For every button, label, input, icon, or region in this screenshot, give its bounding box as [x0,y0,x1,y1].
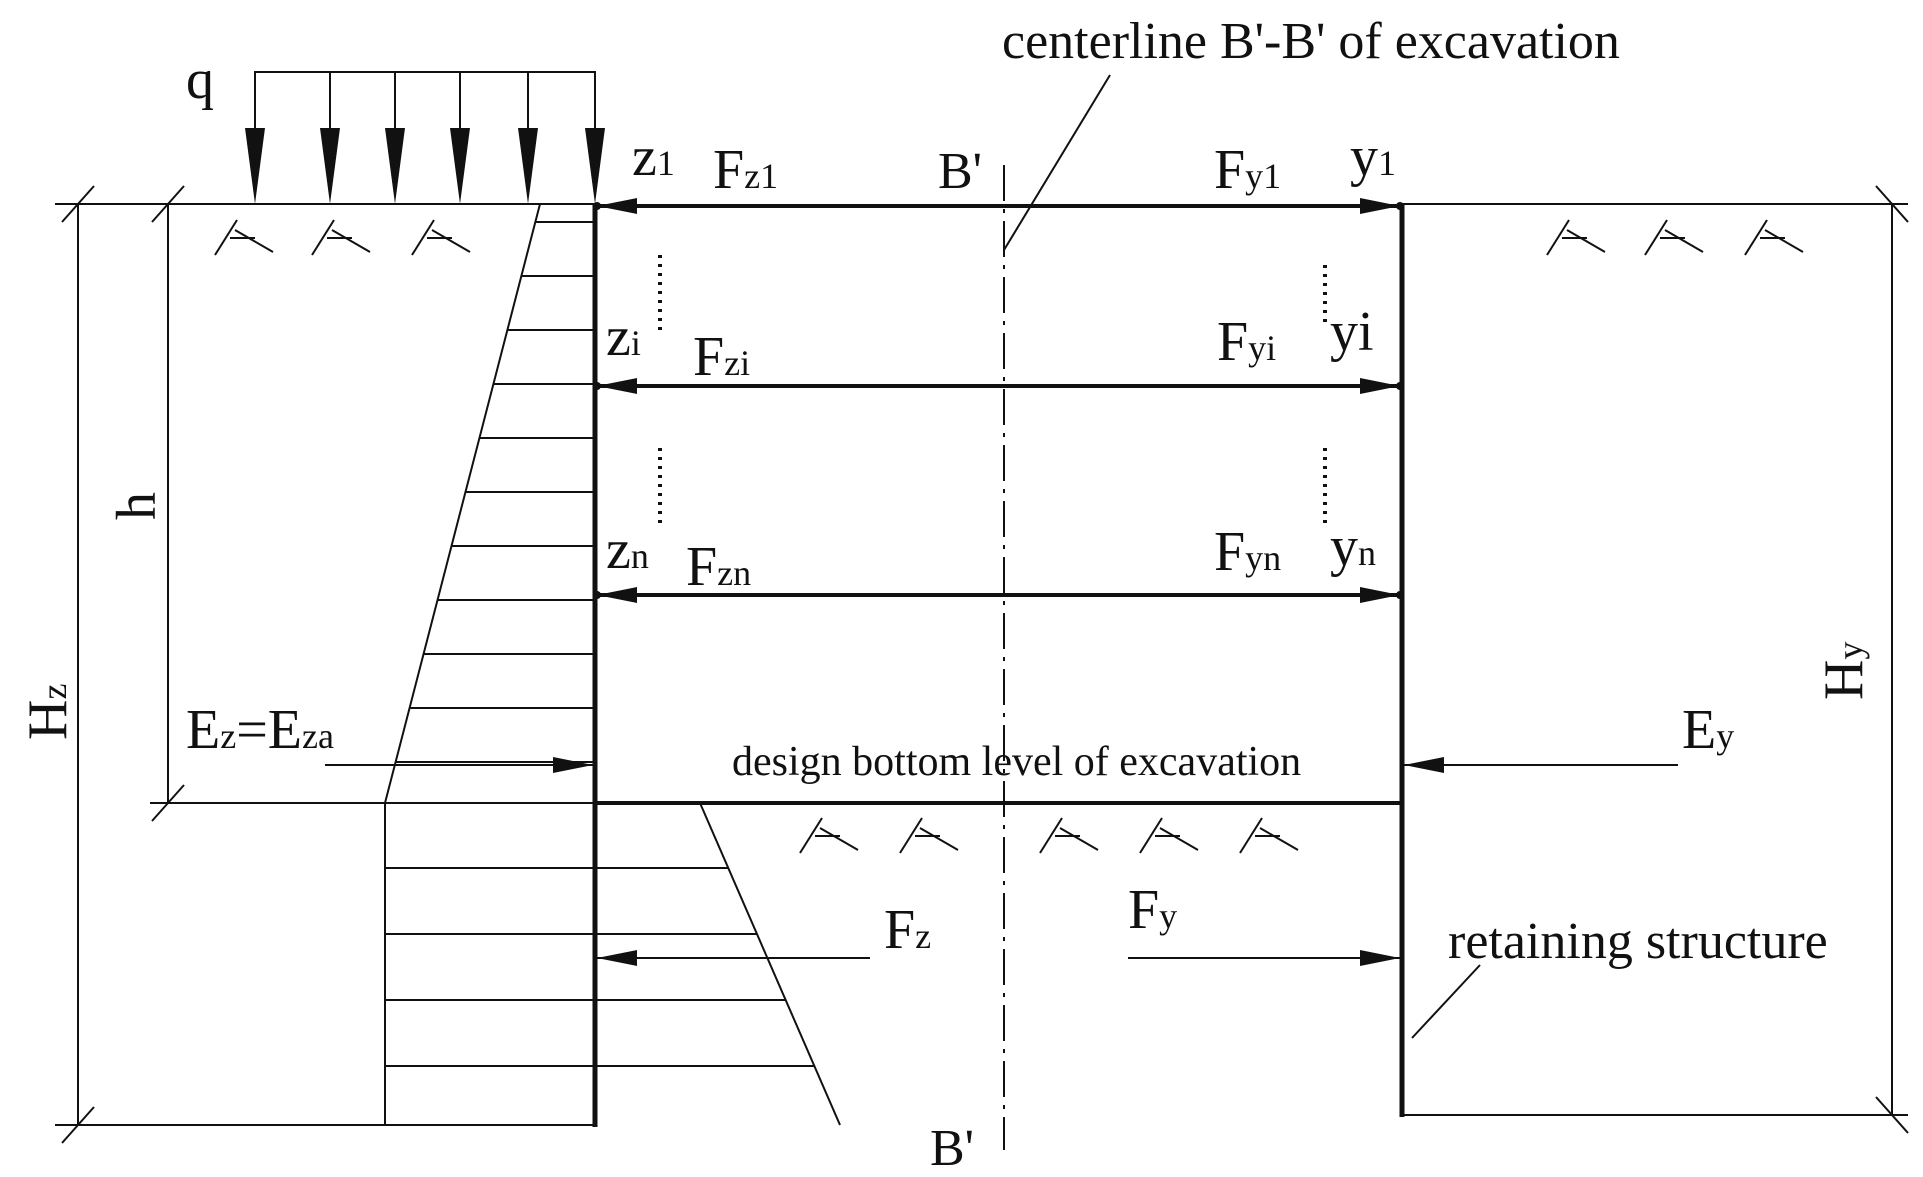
label-design-bottom: design bottom level of excavation [732,739,1301,785]
label-q: q [186,49,214,111]
label-y1: y1 [1350,126,1396,188]
label-b-prime-top: B' [938,143,982,200]
label-b-prime-bottom: B' [930,1120,974,1177]
resultant-arrows [325,757,1678,1039]
dimension-lines [61,185,1909,1144]
label-fy: Fy [1128,879,1177,941]
struts [595,204,1402,597]
labels: q centerline B'-B' of excavation B' B' z… [17,13,1875,1177]
strut-force-arrows [597,198,1400,603]
label-hz: Hz [17,684,79,740]
label-fzn: Fzn [686,536,751,598]
label-yi: yi [1330,301,1374,363]
passive-pressure-diagram [384,802,841,1126]
soil-hatch [214,219,1804,854]
label-centerline: centerline B'-B' of excavation [1002,13,1620,70]
active-pressure-diagram [383,203,595,804]
retaining-walls [592,204,1405,1127]
label-zn: zn [606,519,649,581]
ellipsis-dots [658,255,1327,528]
ground-lines [55,203,1908,1126]
label-hy: Hy [1813,642,1875,700]
label-fyn: Fyn [1214,521,1281,583]
label-fzi: Fzi [693,326,750,388]
surcharge-load [245,71,605,204]
label-ez: Ez=Eza [186,699,334,761]
label-retaining: retaining structure [1448,913,1828,970]
label-fyi: Fyi [1217,311,1276,373]
centerline [1003,74,1111,1150]
label-h: h [106,492,168,520]
joint-dots [593,202,1404,599]
retaining-leader [1411,964,1481,1039]
label-fz: Fz [884,899,931,961]
label-ey: Ey [1682,699,1734,761]
label-yn: yn [1330,516,1376,578]
label-fy1: Fy1 [1214,139,1281,201]
label-z1: z1 [632,126,675,188]
label-zi: zi [606,306,641,368]
label-fz1: Fz1 [713,139,778,201]
